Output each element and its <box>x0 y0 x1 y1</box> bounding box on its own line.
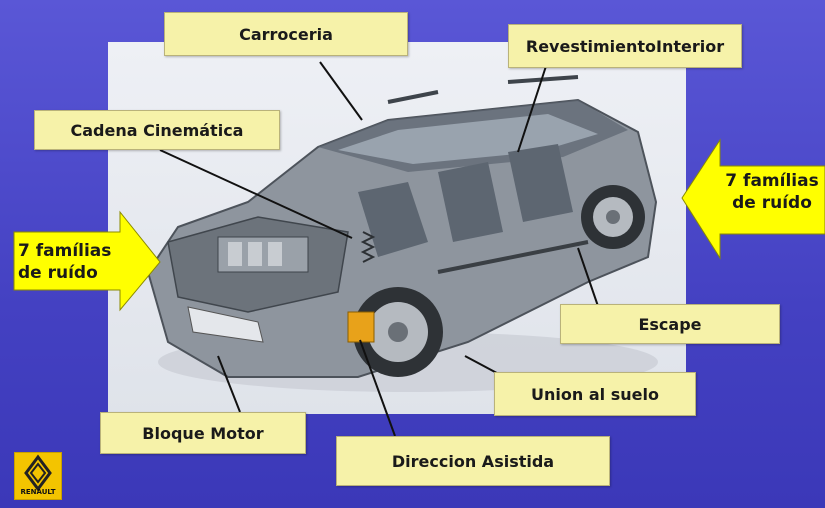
callout-bloque-motor: Bloque Motor <box>100 412 306 454</box>
logo-text: RENAULT <box>20 488 56 496</box>
callout-carroceria: Carroceria <box>164 12 408 56</box>
car-cutaway-illustration <box>146 75 658 392</box>
callout-escape: Escape <box>560 304 780 344</box>
pointer-direccion <box>359 339 396 437</box>
pointer-escape <box>577 247 601 313</box>
pointer-bloque <box>217 355 241 413</box>
left-arrow-line2: de ruído <box>18 263 98 283</box>
left-noise-arrow-label: 7 famílias de ruído <box>18 240 128 284</box>
right-noise-arrow-label: 7 famílias de ruído <box>722 170 822 214</box>
left-arrow-line1: 7 famílias <box>18 241 112 261</box>
callout-direccion-asistida: Direccion Asistida <box>336 436 610 486</box>
right-noise-arrow-shape <box>681 138 825 260</box>
renault-diamond-icon <box>24 454 52 492</box>
right-arrow-line1: 7 famílias <box>725 171 819 191</box>
renault-logo: RENAULT <box>14 452 62 500</box>
callout-cadena-cinematica: Cadena Cinemática <box>34 110 280 150</box>
car-cutaway-photo-panel <box>108 42 686 414</box>
left-noise-arrow-shape <box>13 210 161 312</box>
callout-union-al-suelo: Union al suelo <box>494 372 696 416</box>
pointer-carroceria <box>319 61 363 121</box>
right-arrow-line2: de ruído <box>732 193 812 213</box>
pointer-cadena <box>159 149 353 239</box>
callout-revestimiento-interior: RevestimientoInterior <box>508 24 742 68</box>
pointer-revestimiento <box>517 59 549 153</box>
